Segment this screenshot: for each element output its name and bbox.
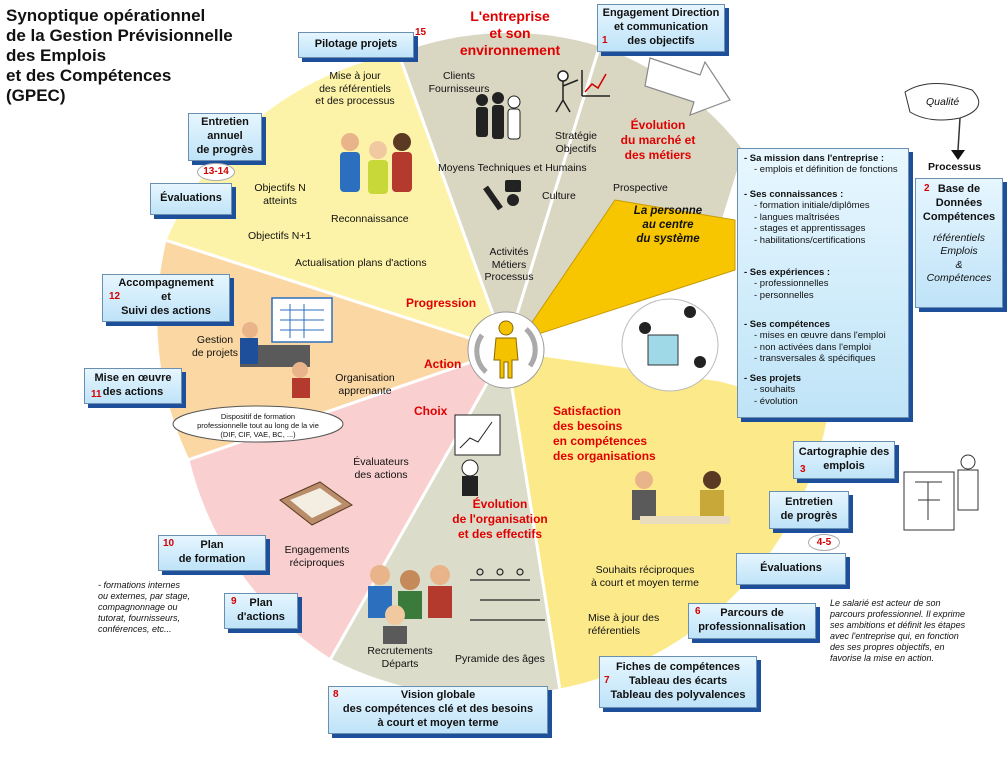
processus-label: Processus (928, 161, 982, 173)
juggling-figures-icon (621, 298, 719, 392)
action-label: Action (424, 357, 462, 371)
objectifsN1-label: Objectifs N+1 (248, 230, 312, 242)
crowd-icon (368, 565, 452, 644)
cycle-arrow-right-icon (524, 327, 538, 368)
book-icon (279, 481, 353, 526)
page-title: Synoptique opérationnel de la Gestion Pr… (6, 6, 233, 106)
meeting-people-icon (340, 133, 412, 194)
panel-projets: - Ses projets - souhaits - évolution (744, 373, 802, 407)
box-pilotage-projets: 15 Pilotage projets (298, 27, 426, 58)
panel-mission: - Sa mission dans l'entreprise : - emplo… (744, 153, 898, 176)
handshake-meeting-icon (632, 471, 730, 524)
title-line: Synoptique opérationnel (6, 6, 206, 25)
tools-icon (483, 180, 521, 211)
progression-label: Progression (406, 296, 477, 310)
reconnaissance-label: Reconnaissance (331, 213, 409, 225)
age-pyramid-icon (470, 568, 545, 621)
cycle-arrow-left-icon (474, 333, 488, 374)
flowchart-board-icon (903, 454, 979, 531)
panel-experiences: - Ses expériences : - professionnelles -… (744, 267, 831, 301)
title-line: des Emplois (6, 46, 107, 65)
dispositif-ellipse (172, 405, 344, 443)
person-icon (493, 320, 519, 379)
presenter-chart-icon (454, 414, 501, 496)
environnement-title: L'entreprise et son environnement (459, 8, 561, 58)
panel-connaissances: - Ses connaissances : - formation initia… (744, 189, 870, 246)
competences-panel: - Sa mission dans l'entreprise : - emplo… (737, 148, 909, 418)
badge-4-5: 4-5 (808, 534, 840, 551)
arrow-outline (644, 57, 731, 116)
title-line: (GPEC) (6, 86, 66, 105)
title-line: de la Gestion Prévisionnelle (6, 26, 233, 45)
moyens-label: Moyens Techniques et Humains (438, 162, 587, 174)
title-line: et des Compétences (6, 66, 172, 85)
actualisation-label: Actualisation plans d'actions (295, 257, 427, 269)
badge-13-14: 13-14 (197, 163, 235, 181)
sector-personne (518, 199, 736, 341)
qualite-label: Qualité (926, 96, 960, 108)
panel-competences: - Ses compétences - mises en œuvre dans … (744, 319, 886, 365)
culture-label: Culture (542, 190, 576, 202)
people-silhouette-icon (476, 92, 521, 140)
box-evaluations-progres: Évaluations (736, 553, 846, 585)
prospective-label: Prospective (613, 182, 668, 194)
office-scene-icon (240, 297, 333, 398)
box-evaluations-annuel: Évaluations (150, 183, 232, 215)
choix-label: Choix (414, 404, 448, 418)
pyramide-label: Pyramide des âges (455, 653, 545, 665)
strategy-chart-icon (555, 70, 610, 113)
sector-action (154, 238, 511, 462)
qualite-bubble (904, 82, 980, 160)
